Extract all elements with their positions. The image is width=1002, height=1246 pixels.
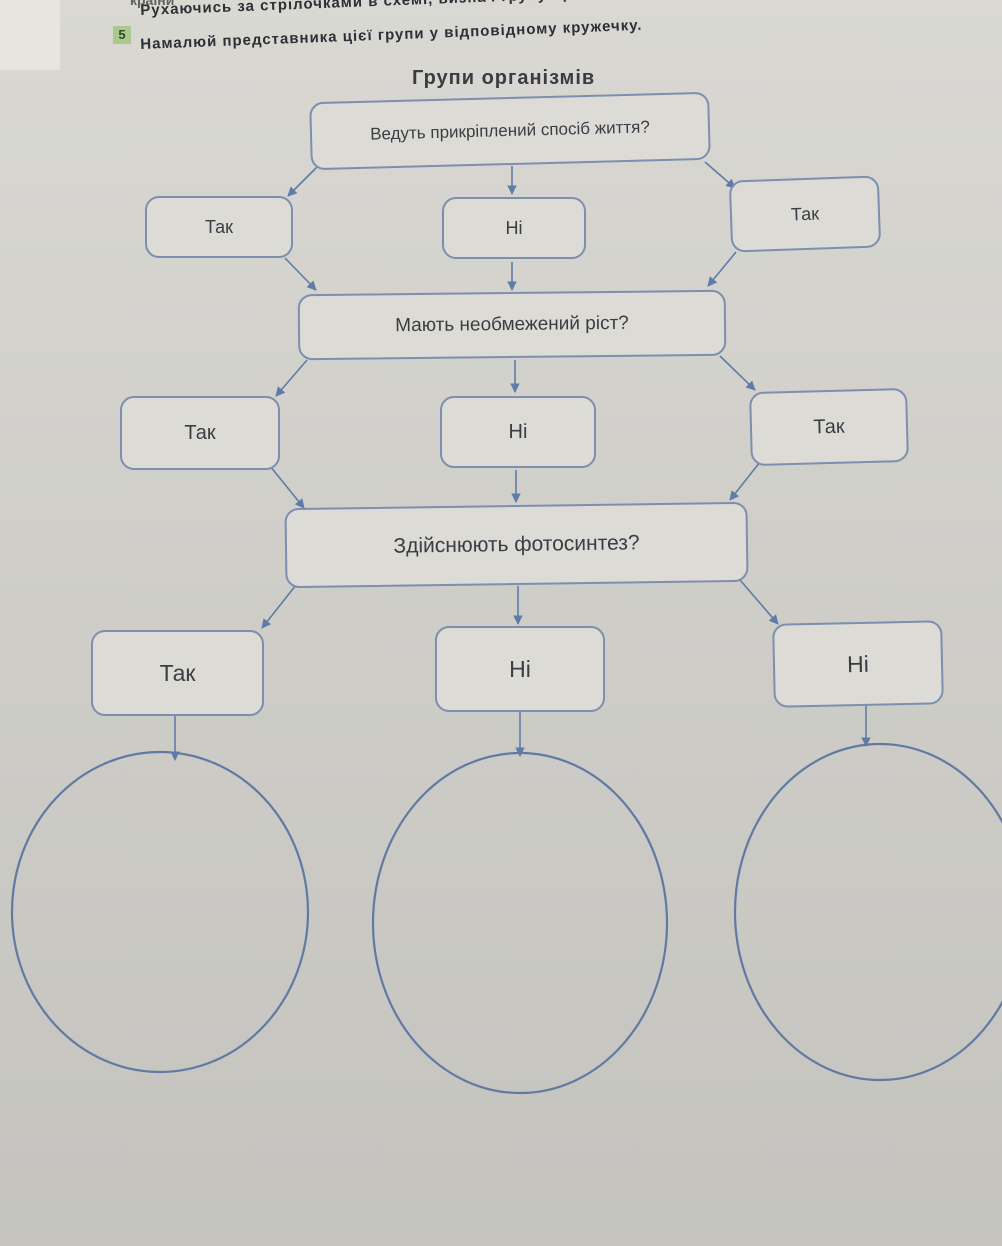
question-box-growth: Мають необмежений ріст? xyxy=(297,289,727,361)
task-number-badge: 5 xyxy=(113,26,131,44)
answer-box-2-right: Так xyxy=(749,387,909,467)
answer-box-3-left: Так xyxy=(91,630,264,716)
answer-text: Так xyxy=(204,216,234,237)
answer-box-2-middle: Ні xyxy=(440,396,596,468)
answer-box-1-right: Так xyxy=(728,175,882,253)
arrow xyxy=(261,584,297,629)
diagram-title: Групи організмів xyxy=(412,67,596,89)
answer-text: Ні xyxy=(508,420,528,443)
answer-box-3-middle: Ні xyxy=(435,626,605,712)
arrow xyxy=(287,165,319,197)
arrow xyxy=(704,161,736,189)
answer-text: Так xyxy=(790,203,820,224)
arrow xyxy=(275,359,308,397)
answer-box-1-middle: Ні xyxy=(442,197,586,259)
arrow xyxy=(707,251,737,287)
answer-text: Так xyxy=(813,415,845,438)
arrow xyxy=(729,461,761,501)
question-box-attached: Ведуть прикріплений спосіб життя? xyxy=(309,91,711,171)
answer-box-2-left: Так xyxy=(120,396,280,470)
question-text: Здійснюють фотосинтез? xyxy=(393,531,640,558)
arrow xyxy=(719,355,756,391)
previous-page-edge xyxy=(0,0,60,70)
question-text: Ведуть прикріплений спосіб життя? xyxy=(369,117,651,144)
answer-text: Ні xyxy=(505,217,523,238)
page-top-cutoff-text: країни xyxy=(130,0,175,8)
question-box-photosynthesis: Здійснюють фотосинтез? xyxy=(284,501,749,589)
drawing-circle-left xyxy=(10,750,310,1074)
arrow xyxy=(739,579,779,625)
answer-text: Ні xyxy=(846,650,870,677)
answer-text: Ні xyxy=(509,655,531,682)
arrow xyxy=(269,465,305,509)
arrow xyxy=(284,257,317,291)
drawing-circle-right xyxy=(733,742,1002,1082)
answer-text: Так xyxy=(184,421,216,444)
answer-box-1-left: Так xyxy=(145,196,293,258)
question-text: Мають необмежений ріст? xyxy=(395,312,629,337)
answer-text: Так xyxy=(159,659,196,686)
drawing-circle-middle xyxy=(371,751,669,1095)
answer-box-3-right: Ні xyxy=(772,620,944,708)
